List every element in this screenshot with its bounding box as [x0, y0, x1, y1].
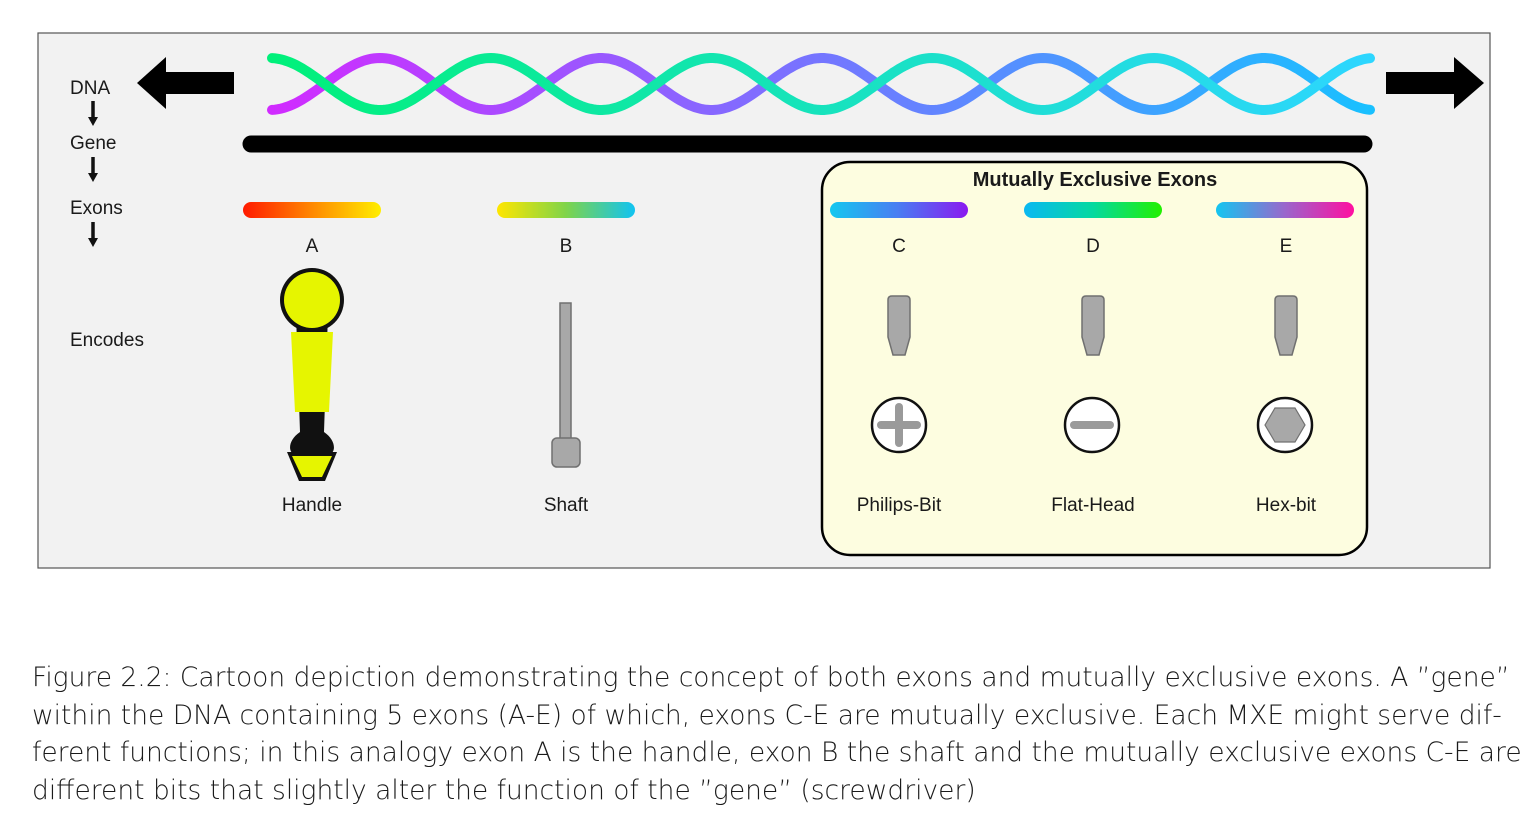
level-label-encodes: Encodes — [70, 330, 144, 351]
left-arrow-icon — [137, 57, 234, 109]
exon-bar-c — [830, 202, 968, 218]
level-label-gene: Gene — [70, 133, 116, 154]
flat-head-icon — [1063, 396, 1121, 454]
exon-bar-b — [497, 202, 635, 218]
screwdriver-handle-icon — [280, 268, 344, 481]
caption-line: Figure 2.2: Cartoon depiction demonstrat… — [32, 662, 1510, 693]
down-arrow-icon — [88, 157, 98, 182]
caption-line: ferent functions; in this analogy exon A… — [32, 737, 1522, 768]
down-arrow-icon — [88, 222, 98, 247]
caption-line: within the DNA containing 5 exons (A-E) … — [32, 699, 1502, 731]
exon-letter-b: B — [560, 236, 573, 257]
down-arrow-icon — [88, 101, 98, 126]
dna-strand-a — [267, 52, 1375, 116]
part-label-flat-head: Flat-Head — [1051, 495, 1134, 516]
exon-bar-e — [1216, 202, 1354, 218]
philips-head-icon — [870, 396, 928, 454]
part-label-hex-bit: Hex-bit — [1256, 495, 1317, 516]
mxe-title: Mutually Exclusive Exons — [973, 169, 1218, 191]
level-label-dna: DNA — [70, 78, 110, 99]
level-label-exons: Exons — [70, 198, 123, 219]
philips-bit-side-icon — [887, 295, 911, 356]
exon-bar-d — [1024, 202, 1162, 218]
figure-caption: Figure 2.2: Cartoon depiction demonstrat… — [32, 659, 1522, 809]
part-label-shaft: Shaft — [544, 495, 589, 516]
screwdriver-shaft-icon — [551, 302, 581, 468]
exon-letter-d: D — [1086, 236, 1100, 257]
part-label-handle: Handle — [282, 495, 342, 516]
flat-head-bit-side-icon — [1081, 295, 1105, 356]
right-arrow-icon — [1386, 57, 1484, 109]
exon-letter-e: E — [1280, 236, 1293, 257]
exon-letter-c: C — [892, 236, 906, 257]
mutually-exclusive-exons-box — [820, 160, 1369, 557]
exon-bar-a — [243, 202, 381, 218]
level-labels: DNA Gene Exons Encodes — [70, 78, 144, 351]
hex-head-icon — [1256, 396, 1314, 454]
hex-bit-side-icon — [1274, 295, 1298, 356]
exon-figure: DNA Gene Exons Encodes Mutually Exclusiv… — [37, 32, 1491, 569]
part-label-philips-bit: Philips-Bit — [857, 495, 942, 516]
exon-letter-a: A — [306, 236, 319, 257]
caption-line: different bits that slightly alter the f… — [32, 774, 976, 806]
dna-helix — [267, 52, 1375, 116]
dna-strand-b — [267, 52, 1375, 116]
